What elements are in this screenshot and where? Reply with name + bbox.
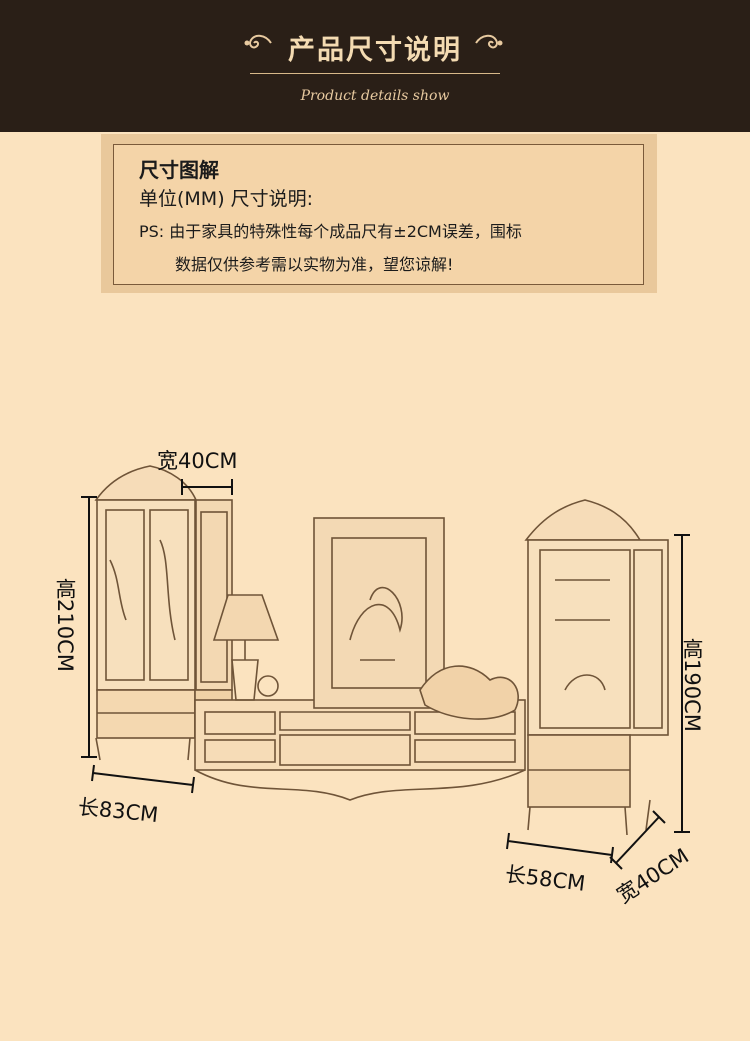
- right-cabinet-drawing: [524, 499, 669, 836]
- dimension-lines: [81, 479, 690, 870]
- right-height-label: 高190CM: [680, 638, 704, 732]
- page-header: [0, 0, 750, 132]
- title-divider: [250, 73, 500, 74]
- ornament-left-icon: [244, 34, 272, 49]
- info-heading: 尺寸图解: [139, 158, 219, 182]
- picture-frame-drawing: [313, 517, 445, 709]
- page-subtitle: Product details show: [300, 88, 450, 104]
- info-unit-line: 单位(MM) 尺寸说明:: [139, 188, 314, 210]
- flowers-drawing: [419, 665, 519, 720]
- ornament-right-icon: [475, 34, 503, 49]
- info-panel: [113, 144, 644, 285]
- left-height-label: 高210CM: [53, 578, 77, 672]
- left-width-label: 宽40CM: [157, 449, 238, 473]
- info-note-line-2: 数据仅供参考需以实物为准，望您谅解!: [175, 255, 454, 274]
- info-note-line-1: PS: 由于家具的特殊性每个成品尺有±2CM误差，围标: [139, 222, 522, 241]
- page-title: 产品尺寸说明: [288, 35, 462, 66]
- lamp-drawing: [212, 594, 280, 701]
